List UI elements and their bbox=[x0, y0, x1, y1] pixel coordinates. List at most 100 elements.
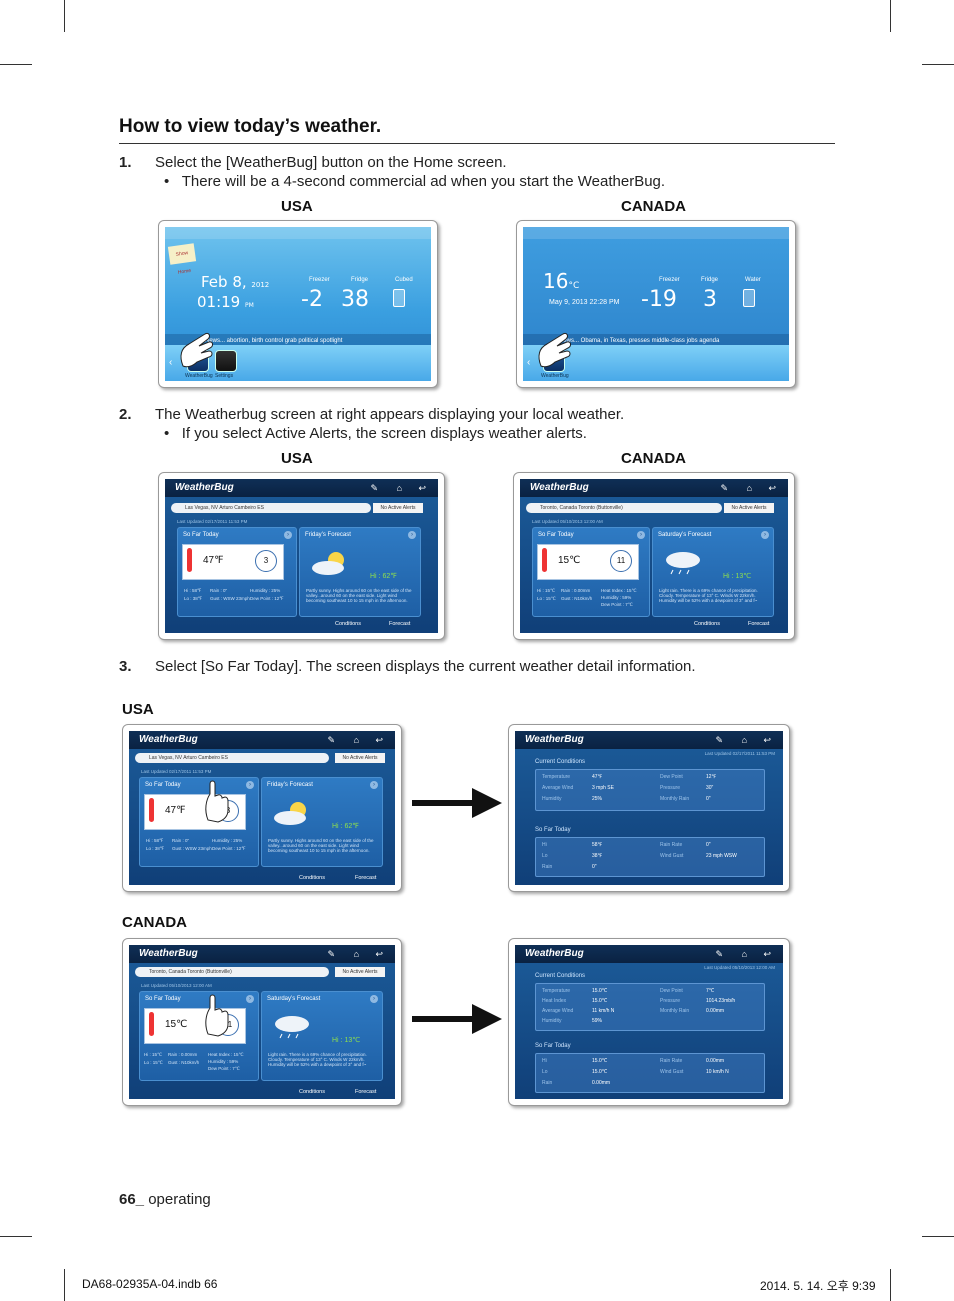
step-text: Select the [WeatherBug] button on the Ho… bbox=[155, 154, 507, 171]
active-alerts-button[interactable]: No Active Alerts bbox=[335, 967, 385, 977]
label-canada: CANADA bbox=[621, 450, 686, 467]
forecast-tab[interactable]: Forecast bbox=[355, 875, 377, 881]
rain-value: 0" bbox=[592, 864, 597, 870]
app-header: WeatherBug ✎ ⌂ ↩ bbox=[515, 731, 783, 749]
home-icon[interactable]: ⌂ bbox=[353, 735, 359, 745]
current-temp: 15℃ bbox=[558, 555, 581, 566]
location-bar[interactable]: Las Vegas, NV Arturo Cambeiro ES bbox=[135, 753, 329, 763]
dew-point-label: Dew Point bbox=[660, 774, 683, 780]
conditions-tab[interactable]: Conditions bbox=[299, 875, 325, 881]
step-number: 3. bbox=[119, 658, 132, 675]
freezer-temp[interactable]: -19 bbox=[641, 287, 677, 312]
conditions-tab[interactable]: Conditions bbox=[335, 621, 361, 627]
chevron-right-icon[interactable]: › bbox=[246, 781, 254, 789]
forecast-tab[interactable]: Forecast bbox=[748, 621, 770, 627]
chevron-right-icon[interactable]: › bbox=[370, 781, 378, 789]
home-icon[interactable]: ⌂ bbox=[353, 949, 359, 959]
chevron-right-icon[interactable]: › bbox=[284, 531, 292, 539]
active-alerts-button[interactable]: No Active Alerts bbox=[335, 753, 385, 763]
so-far-today-card[interactable]: So Far Today › 47℉ 3 Hi : 58℉ Lo : 38℉ R… bbox=[177, 527, 297, 617]
hi-label: Hi bbox=[542, 1058, 547, 1064]
conditions-tab[interactable]: Conditions bbox=[694, 621, 720, 627]
location-bar[interactable]: Toronto, Canada Toronto (Buttonville) bbox=[526, 503, 722, 513]
back-icon[interactable]: ↩ bbox=[768, 483, 776, 493]
back-icon[interactable]: ↩ bbox=[375, 735, 383, 745]
back-icon[interactable]: ↩ bbox=[375, 949, 383, 959]
forecast-card[interactable]: Saturday’s Forecast › Hi : 13℃ Light rai… bbox=[652, 527, 774, 617]
label-usa: USA bbox=[281, 450, 313, 467]
weatherbug-screen-canada: WeatherBug ✎ ⌂ ↩ Toronto, Canada Toronto… bbox=[513, 472, 795, 640]
chevron-right-icon[interactable]: › bbox=[408, 531, 416, 539]
back-icon[interactable]: ↩ bbox=[763, 949, 771, 959]
memo-icon[interactable]: ✎ bbox=[327, 735, 335, 745]
current-temp: 47℉ bbox=[165, 805, 186, 816]
temperature-label: Temperature bbox=[542, 988, 571, 994]
memo-icon[interactable]: ✎ bbox=[720, 483, 728, 493]
wind-gust-label: Wind Gust bbox=[660, 1069, 684, 1075]
temperature-value: 15.0℃ bbox=[592, 988, 608, 994]
forecast-card[interactable]: Friday’s Forecast › Hi : 62℉ Partly sunn… bbox=[261, 777, 383, 867]
app-header: WeatherBug ✎ ⌂ ↩ bbox=[520, 479, 788, 497]
location-bar[interactable]: Las Vegas, NV Arturo Cambeiro ES bbox=[171, 503, 371, 513]
active-alerts-button[interactable]: No Active Alerts bbox=[373, 503, 423, 513]
memo-icon[interactable]: ✎ bbox=[715, 949, 723, 959]
label-usa: USA bbox=[122, 701, 154, 718]
chevron-right-icon[interactable]: › bbox=[370, 995, 378, 1003]
conditions-tab[interactable]: Conditions bbox=[299, 1089, 325, 1095]
fridge-temp[interactable]: 38 bbox=[341, 287, 369, 312]
crop-mark bbox=[890, 1269, 891, 1301]
freezer-temp[interactable]: -2 bbox=[301, 287, 323, 312]
water-icon[interactable] bbox=[743, 289, 755, 307]
status-bar bbox=[523, 227, 789, 239]
home-icon[interactable]: ⌂ bbox=[741, 735, 747, 745]
chevron-left-icon[interactable]: ‹ bbox=[169, 357, 173, 368]
weatherbug-logo: WeatherBug bbox=[525, 948, 584, 959]
forecast-tab[interactable]: Forecast bbox=[355, 1089, 377, 1095]
home-icon[interactable]: ⌂ bbox=[396, 483, 402, 493]
footer-date: 2014. 5. 14. 오후 9:39 bbox=[760, 1279, 876, 1293]
memo-icon[interactable]: ✎ bbox=[370, 483, 378, 493]
memo-icon[interactable]: ✎ bbox=[715, 735, 723, 745]
footer-file: DA68-02935A-04.indb 66 bbox=[82, 1277, 218, 1291]
so-far-today-card[interactable]: So Far Today › 15℃ 11 Hi : 15℃ Lo : 15℃ … bbox=[532, 527, 650, 617]
news-ticker[interactable]: News... abortion, birth control grab pol… bbox=[165, 334, 431, 348]
average-wind-value: 3 mph SE bbox=[592, 785, 614, 791]
chevron-right-icon[interactable]: › bbox=[761, 531, 769, 539]
last-updated: Last Updated 02/17/2011 11:53 PM bbox=[141, 769, 212, 774]
app-label: Settings bbox=[215, 373, 234, 379]
memo-note[interactable]: Show Home bbox=[167, 243, 197, 276]
home-icon[interactable]: ⌂ bbox=[741, 949, 747, 959]
pressure-value: 1014.23mb/h bbox=[706, 998, 736, 1004]
crop-mark bbox=[890, 0, 891, 32]
forecast-hi: Hi : 62℉ bbox=[370, 573, 397, 580]
fridge-temp[interactable]: 3 bbox=[703, 287, 717, 312]
humidity-value: Humidity : 25% bbox=[250, 588, 281, 593]
lo-label: Lo bbox=[542, 853, 548, 859]
dewpoint-value: Dew Point : 7℃ bbox=[208, 1066, 240, 1071]
settings-gear-icon[interactable] bbox=[215, 350, 237, 372]
forecast-card[interactable]: Saturday’s Forecast › Hi : 13℃ Light rai… bbox=[261, 991, 383, 1081]
so-far-today-card[interactable]: So Far Today › 15℃ 11 Hi : 15℃ Lo : 15℃ … bbox=[139, 991, 259, 1081]
chevron-right-icon[interactable]: › bbox=[637, 531, 645, 539]
forecast-tab[interactable]: Forecast bbox=[389, 621, 411, 627]
back-icon[interactable]: ↩ bbox=[763, 735, 771, 745]
current-conditions-panel: Temperature 15.0℃ Dew Point 7℃ Heat Inde… bbox=[535, 983, 765, 1031]
active-alerts-button[interactable]: No Active Alerts bbox=[724, 503, 774, 513]
rain-rate-value: 0.00mm bbox=[706, 1058, 725, 1064]
status-bar bbox=[165, 227, 431, 239]
home-icon[interactable]: ⌂ bbox=[746, 483, 752, 493]
location-bar[interactable]: Toronto, Canada Toronto (Buttonville) bbox=[135, 967, 329, 977]
chevron-right-icon[interactable]: › bbox=[246, 995, 254, 1003]
news-ticker[interactable]: News... Obama, in Texas, presses middle-… bbox=[523, 334, 789, 348]
forecast-card[interactable]: Friday’s Forecast › Hi : 62℉ Partly sunn… bbox=[299, 527, 421, 617]
so-far-today-panel: Hi 15.0℃ Rain Rate 0.00mm Lo 15.0℃ Wind … bbox=[535, 1053, 765, 1093]
home-screen-usa: Show Home Feb 8, 2012 01:19 PM Freezer F… bbox=[158, 220, 438, 388]
hand-pointer-icon bbox=[180, 333, 213, 368]
so-far-today-card[interactable]: So Far Today › 47℉ 3 Hi : 58℉ Lo : 38℉ R… bbox=[139, 777, 259, 867]
dew-point-value: 7℃ bbox=[706, 988, 715, 994]
ice-icon[interactable] bbox=[393, 289, 405, 307]
chevron-left-icon[interactable]: ‹ bbox=[527, 357, 531, 368]
back-icon[interactable]: ↩ bbox=[418, 483, 426, 493]
gust-value: Gust : WSW 23mph bbox=[172, 846, 212, 851]
memo-icon[interactable]: ✎ bbox=[327, 949, 335, 959]
